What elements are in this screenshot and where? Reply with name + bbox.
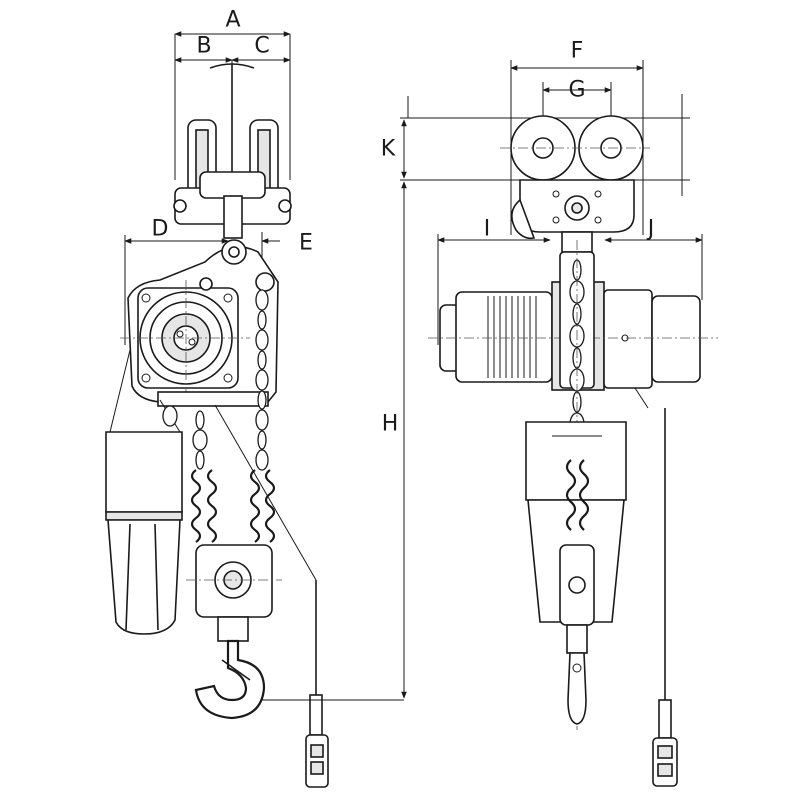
front-view: F G I J bbox=[428, 39, 718, 787]
label-f: F bbox=[571, 39, 584, 64]
label-c: C bbox=[254, 34, 269, 59]
dimension-d-e bbox=[124, 232, 280, 345]
label-h: H bbox=[382, 412, 399, 437]
label-k: K bbox=[381, 137, 396, 162]
label-i: I bbox=[484, 217, 491, 242]
label-b: B bbox=[196, 34, 211, 59]
label-e: E bbox=[299, 231, 313, 256]
hoist-body-side bbox=[120, 239, 279, 407]
label-a: A bbox=[225, 8, 240, 33]
trolley-side bbox=[173, 63, 292, 239]
label-g: G bbox=[568, 78, 585, 103]
hook-front bbox=[559, 544, 595, 725]
hook-block-side bbox=[186, 544, 282, 720]
control-box-side bbox=[105, 349, 183, 635]
chain-side bbox=[162, 289, 317, 581]
side-view: A B C D E bbox=[105, 8, 329, 788]
pendant-side bbox=[305, 580, 329, 788]
trolley-front bbox=[500, 115, 650, 253]
label-d: D bbox=[152, 217, 169, 242]
dimension-i-j bbox=[437, 234, 703, 345]
label-j: J bbox=[646, 217, 655, 242]
pendant-front bbox=[652, 408, 678, 787]
